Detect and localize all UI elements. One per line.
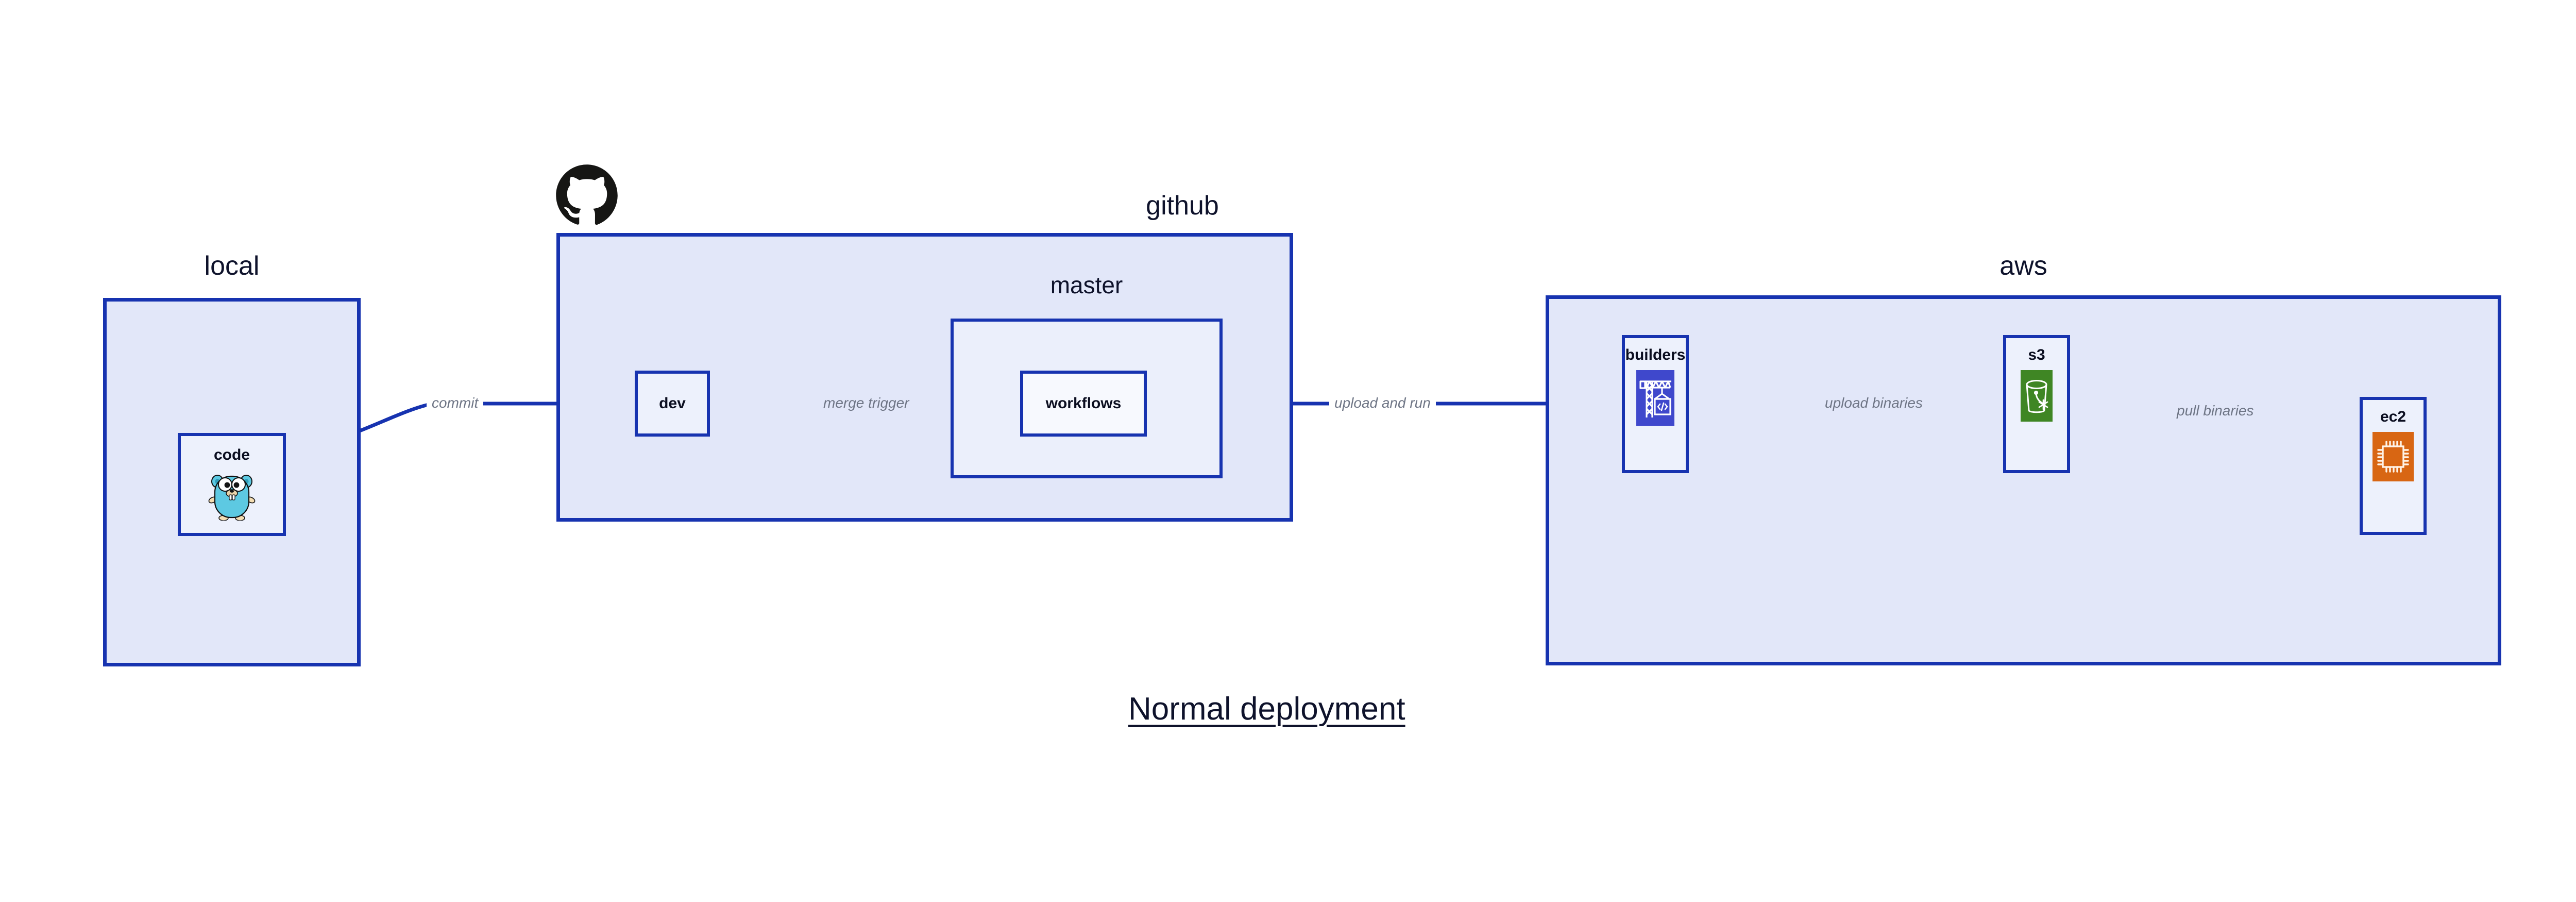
figure-title: Normal deployment: [1128, 691, 1405, 727]
go-gopher-icon: [208, 469, 256, 523]
edge-label-commit: commit: [427, 396, 484, 410]
node-dev-label: dev: [659, 395, 686, 412]
node-workflows-label: workflows: [1045, 395, 1122, 412]
node-code-label: code: [213, 446, 250, 463]
subgroup-master-label: master: [1050, 272, 1123, 298]
group-aws-label: aws: [1999, 251, 2047, 281]
node-code[interactable]: code: [178, 433, 286, 536]
aws-codebuild-icon: [1636, 370, 1674, 428]
edge-label-upload-binaries: upload binaries: [1820, 396, 1928, 410]
edge-label-merge-trigger: merge trigger: [818, 396, 914, 410]
node-builders-label: builders: [1625, 346, 1686, 363]
node-s3-label: s3: [2028, 346, 2045, 363]
github-octocat-icon: [555, 164, 618, 229]
group-github-label: github: [1146, 191, 1219, 221]
edge-label-pull-binaries: pull binaries: [2172, 404, 2259, 418]
edge-label-upload-and-run: upload and run: [1329, 396, 1436, 410]
aws-ec2-chip-icon: [2372, 432, 2414, 484]
aws-s3-bucket-icon: [2021, 370, 2053, 424]
group-local-label: local: [204, 251, 260, 281]
node-workflows[interactable]: workflows: [1020, 371, 1147, 437]
node-ec2[interactable]: ec2: [2360, 397, 2427, 535]
node-ec2-label: ec2: [2380, 408, 2406, 425]
node-s3[interactable]: s3: [2003, 335, 2070, 473]
node-dev[interactable]: dev: [635, 371, 710, 437]
node-builders[interactable]: builders: [1622, 335, 1689, 473]
group-local[interactable]: [103, 298, 361, 666]
